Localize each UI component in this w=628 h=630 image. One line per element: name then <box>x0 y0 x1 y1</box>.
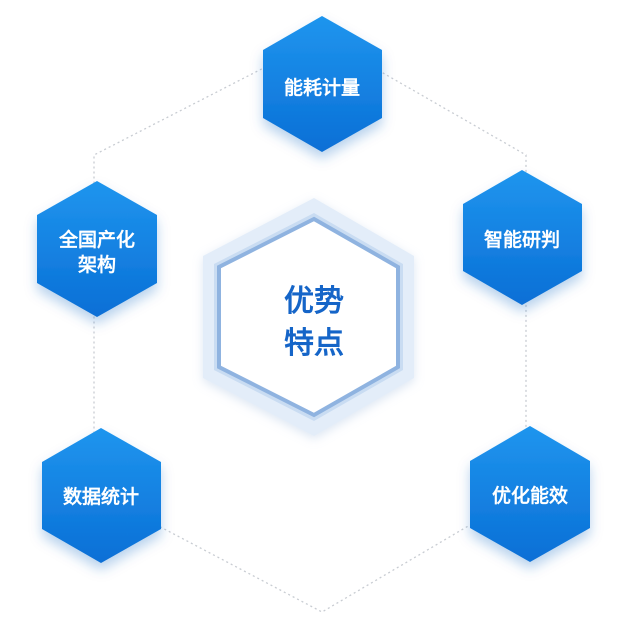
node-hexagon <box>470 426 590 562</box>
node-data-statistics: 数据统计 <box>42 428 161 563</box>
node-label-intelligent-analysis: 智能研判 <box>484 228 560 251</box>
node-label-domestic-architecture-line2: 架构 <box>77 253 116 276</box>
node-hexagon <box>263 16 382 152</box>
node-label-data-statistics: 数据统计 <box>63 485 139 508</box>
node-efficiency-optimization: 优化能效 <box>470 426 590 562</box>
node-hexagon <box>42 428 161 563</box>
node-label-domestic-architecture-line1: 全国产化 <box>58 228 135 251</box>
node-hexagon <box>463 170 582 305</box>
node-energy-metering: 能耗计量 <box>263 16 382 152</box>
node-intelligent-analysis: 智能研判 <box>463 170 582 305</box>
node-label-efficiency-optimization: 优化能效 <box>492 484 568 507</box>
center-title-line1: 优势 <box>284 285 344 318</box>
center-inner <box>217 216 400 418</box>
center-title-line2: 特点 <box>284 327 344 360</box>
node-domestic-architecture: 全国产化 架构 <box>37 181 157 317</box>
node-hexagon <box>37 181 157 317</box>
connector-outline <box>93 37 527 613</box>
node-label-energy-metering: 能耗计量 <box>284 76 360 99</box>
center-hexagon: 优势 特点 <box>203 198 414 436</box>
